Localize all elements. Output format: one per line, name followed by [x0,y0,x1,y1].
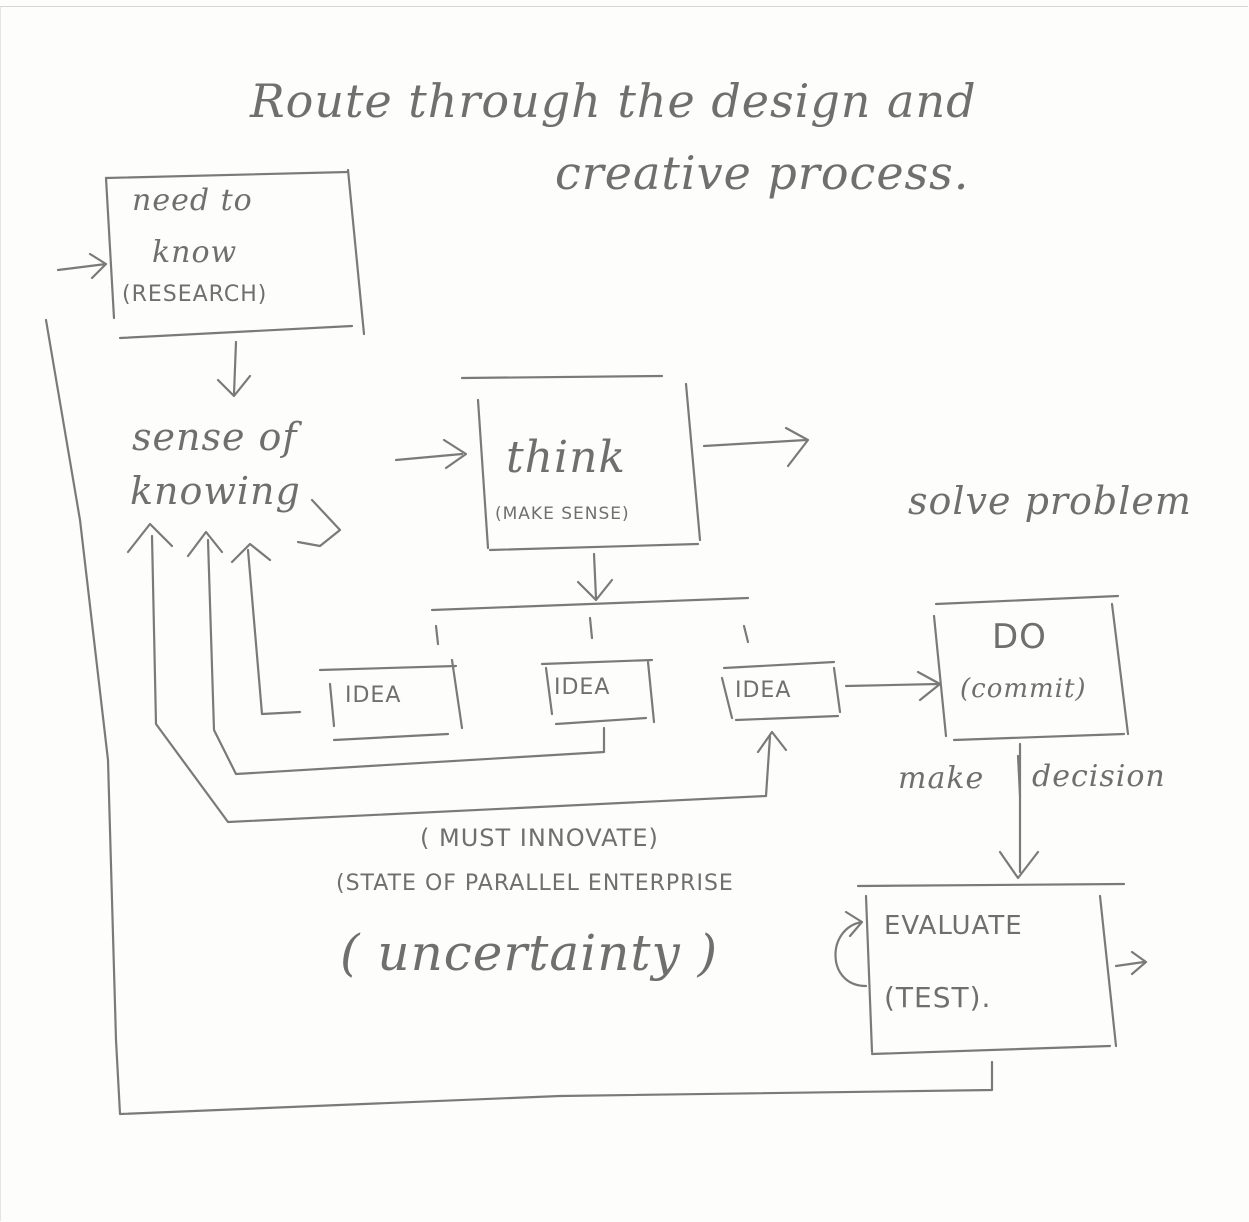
need-to-know-line-2: know [152,235,238,270]
scan-edge [0,6,1248,1221]
evaluate-loop-back [834,910,868,988]
need-to-know-line-1: need to [132,183,253,218]
evaluate-label: EVALUATE [884,911,1023,941]
idea-label-2: IDEA [554,675,611,700]
idea-branch-bar [430,596,750,612]
box-idea-1 [318,658,464,742]
test-label: (TEST). [884,981,992,1014]
box-evaluate [856,882,1126,1056]
arrow-think-to-ideas [576,552,614,602]
feedback-idea1-to-sense [230,542,302,716]
sense-underline-tail [296,498,342,548]
box-think [460,374,702,552]
idea-branch-drops [434,616,750,646]
commit-label: (commit) [960,674,1087,704]
idea-label-3: IDEA [735,678,792,703]
outer-loop-evaluate-to-research [44,318,994,1116]
think-label: think [506,432,627,483]
arrow-evaluate-out [1114,950,1148,976]
state-parallel-note: (STATE OF PARALLEL ENTERPRISE [336,871,734,896]
box-do [932,594,1130,742]
sense-of-knowing-line-1: sense of [132,415,298,459]
make-label: make [898,761,985,796]
arrow-do-to-evaluate [998,742,1040,880]
do-label: DO [992,617,1047,657]
solve-problem-label: solve problem [908,479,1192,523]
uncertainty-note: ( uncertainty ) [340,924,719,982]
title-line-1: Route through the design and [250,74,977,128]
divider-make-decision [1016,754,1022,798]
arrow-idea-to-do [844,670,942,702]
arrow-sense-to-think [394,438,468,470]
must-innovate-note: ( MUST INNOVATE) [420,824,659,852]
arrow-into-need-to-know [56,252,108,280]
need-to-know-line-3: (RESEARCH) [122,282,268,307]
decision-label: decision [1032,759,1166,794]
sense-of-knowing-line-2: knowing [130,469,301,513]
arrow-think-to-solve [702,426,810,468]
box-idea-3 [720,660,842,722]
box-need-to-know [104,168,366,340]
arrow-need-to-sense [216,340,252,398]
feedback-idea2-to-sense [186,530,606,776]
title-line-2: creative process. [555,146,970,200]
make-sense-label: (MAKE SENSE) [495,504,630,524]
box-idea-2 [540,658,656,726]
idea-label-1: IDEA [345,683,402,708]
feedback-idea3-to-sense [126,522,788,824]
